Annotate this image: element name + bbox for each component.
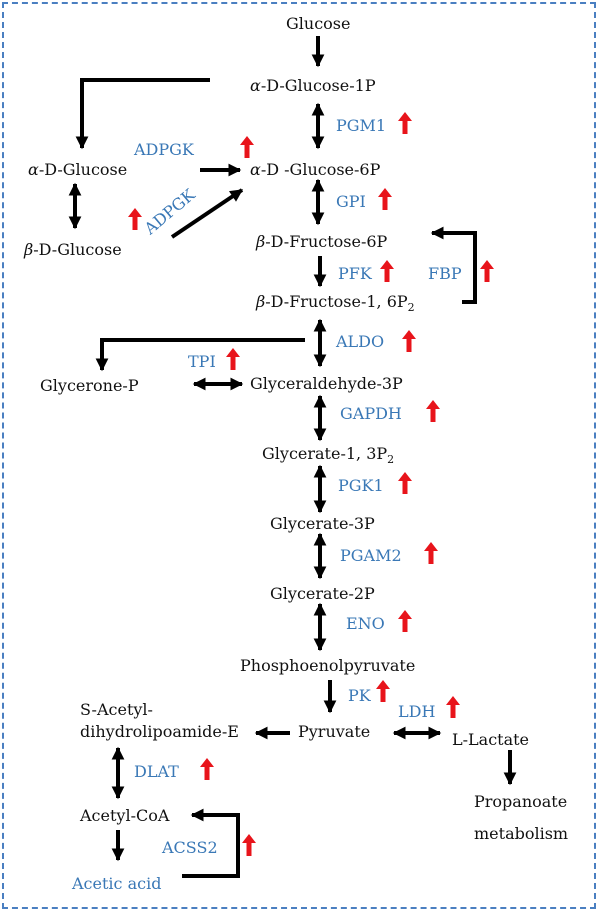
- metabolite-name: -D-Fructose-1, 6P: [265, 292, 408, 311]
- beta-prefix: β: [256, 232, 266, 251]
- metabolite-a-d-glucose-6p: α-D -Glucose-6P: [250, 160, 380, 180]
- up-regulation-icon: [376, 680, 390, 702]
- up-regulation-icon: [426, 400, 440, 422]
- up-regulation-icon: [446, 696, 460, 718]
- alpha-prefix: α: [250, 76, 261, 95]
- metabolite-b-d-fructose-16p2: β-D-Fructose-1, 6P2: [256, 292, 415, 318]
- metabolite-propanoate-line1: Propanoate: [474, 792, 568, 811]
- enzyme-acss2: ACSS2: [162, 838, 218, 857]
- metabolite-name: Glycerate-1, 3P: [262, 444, 388, 463]
- metabolite-name: -D-Glucose: [38, 160, 128, 179]
- enzyme-pgm1: PGM1: [336, 116, 387, 135]
- metabolite-acetyl-coa: Acetyl-CoA: [80, 806, 170, 825]
- enzyme-adpgk-top: ADPGK: [134, 140, 194, 159]
- up-regulation-icon: [398, 112, 412, 134]
- metabolite-name: -D-Fructose-6P: [265, 232, 388, 251]
- subscript: 2: [407, 301, 415, 315]
- enzyme-tpi: TPI: [188, 352, 216, 371]
- enzyme-eno: ENO: [346, 614, 385, 633]
- enzyme-ldh: LDH: [398, 702, 436, 721]
- up-regulation-icon: [402, 330, 416, 352]
- enzyme-dlat: DLAT: [134, 762, 179, 781]
- metabolite-name: -D-Glucose-1P: [260, 76, 376, 95]
- metabolite-a-d-glucose-1p: α-D-Glucose-1P: [250, 76, 376, 96]
- enzyme-aldo: ALDO: [336, 332, 385, 351]
- enzyme-fbp: FBP: [428, 264, 462, 283]
- up-regulation-icon: [226, 348, 240, 370]
- arrow-aldo-to-glycerone: [95, 338, 305, 372]
- arrow-g1p-to-aglucose: [75, 78, 210, 150]
- enzyme-gapdh: GAPDH: [340, 404, 402, 423]
- up-regulation-icon: [398, 610, 412, 632]
- metabolite-acetic-acid: Acetic acid: [72, 874, 162, 893]
- alpha-prefix: α: [250, 160, 261, 179]
- up-regulation-icon: [480, 260, 494, 282]
- metabolite-s-acetyl-line1: S-Acetyl-: [80, 700, 153, 719]
- enzyme-gpi: GPI: [336, 192, 366, 211]
- enzyme-pk: PK: [348, 686, 371, 705]
- up-regulation-icon: [128, 208, 142, 230]
- metabolite-s-acetyl-line2: dihydrolipoamide-E: [80, 722, 239, 741]
- metabolite-b-d-glucose: β-D-Glucose: [24, 240, 122, 260]
- metabolite-a-d-glucose: α-D-Glucose: [28, 160, 127, 180]
- enzyme-pgam2: PGAM2: [340, 546, 402, 565]
- up-regulation-icon: [398, 472, 412, 494]
- subscript: 2: [387, 453, 395, 467]
- arrow-acss2-bracket: [182, 808, 240, 878]
- enzyme-pgk1: PGK1: [338, 476, 384, 495]
- metabolite-b-d-fructose-6p: β-D-Fructose-6P: [256, 232, 387, 252]
- metabolite-glycerate-3p: Glycerate-3P: [270, 514, 375, 533]
- metabolite-l-lactate: L-Lactate: [452, 730, 530, 749]
- up-regulation-icon: [378, 188, 392, 210]
- arrow-fbp-bracket: [430, 226, 477, 304]
- metabolite-glycerate-13p2: Glycerate-1, 3P2: [262, 444, 394, 470]
- beta-prefix: β: [24, 240, 34, 259]
- up-regulation-icon: [240, 136, 254, 158]
- metabolite-name: -D -Glucose-6P: [260, 160, 381, 179]
- enzyme-pfk: PFK: [338, 264, 372, 283]
- metabolite-glyceraldehyde-3p: Glyceraldehyde-3P: [250, 374, 403, 393]
- metabolite-name: -D-Glucose: [33, 240, 122, 259]
- alpha-prefix: α: [28, 160, 39, 179]
- metabolite-glucose: Glucose: [286, 14, 351, 33]
- up-regulation-icon: [200, 758, 214, 780]
- arrow-bglucose-to-g6p: [170, 188, 244, 239]
- beta-prefix: β: [256, 292, 266, 311]
- up-regulation-icon: [242, 834, 256, 856]
- metabolite-glycerone-p: Glycerone-P: [40, 376, 139, 395]
- metabolite-phosphoenolpyruvate: Phosphoenolpyruvate: [240, 656, 416, 675]
- metabolite-glycerate-2p: Glycerate-2P: [270, 584, 375, 603]
- metabolite-pyruvate: Pyruvate: [298, 722, 371, 741]
- metabolite-propanoate-line2: metabolism: [474, 824, 569, 843]
- up-regulation-icon: [380, 260, 394, 282]
- up-regulation-icon: [424, 542, 438, 564]
